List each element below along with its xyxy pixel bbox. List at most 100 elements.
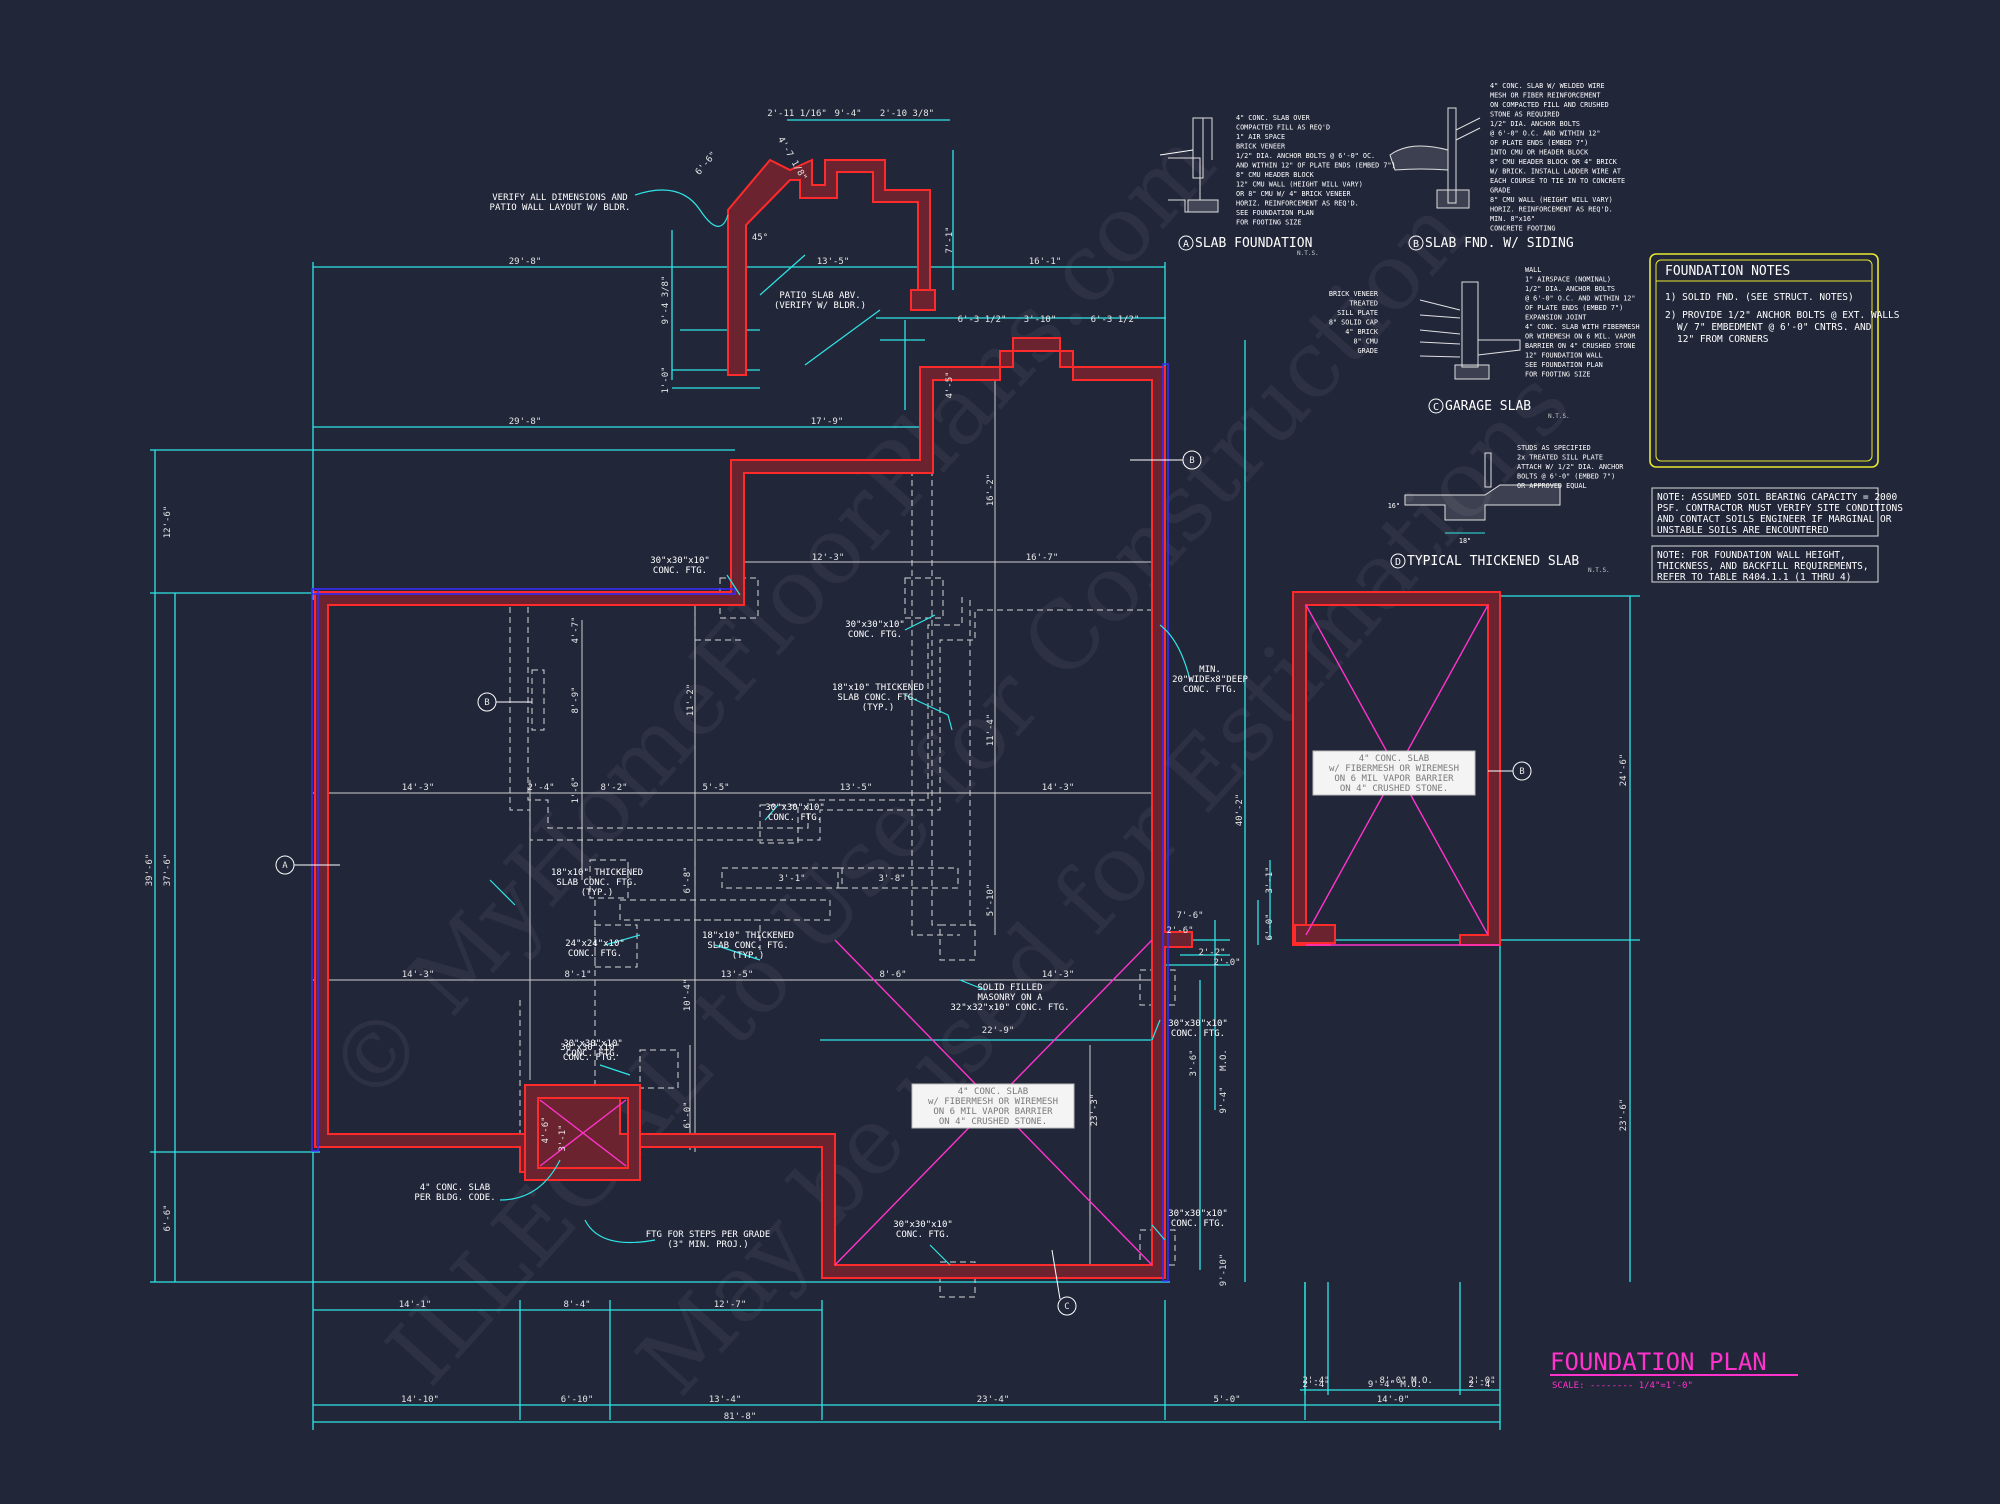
detail-D-nts: N.T.S. <box>1588 567 1610 574</box>
callout-10-line-2: (TYP.) <box>732 951 765 961</box>
dim-bottom_c-0: 81'-8" <box>724 1412 757 1422</box>
soil-note-box: NOTE: ASSUMED SOIL BEARING CAPACITY = 20… <box>1651 487 1903 537</box>
dim-right-5: 24'-6" <box>1619 754 1629 787</box>
callout-1-line-0: PATIO SLAB ABV. <box>779 291 860 301</box>
detail-C-left-3: 8" SOLID CAP <box>1329 319 1378 327</box>
detail-C-note-8: BARRIER ON 4" CRUSHED STONE <box>1525 342 1636 350</box>
watermark-line-3: May be used for Estimations <box>617 351 1590 1415</box>
dim-interior-32: 6'-0" <box>1265 913 1275 940</box>
callout-2-line-1: CONC. FTG. <box>653 566 707 576</box>
dim-interior-31: 3'-1" <box>1265 866 1275 893</box>
dim-interior-20: 13'-5" <box>721 970 754 980</box>
detail-B-note-6: OF PLATE ENDS (EMBED 7") <box>1490 139 1588 147</box>
detail-A-letter: A <box>1183 239 1189 250</box>
detail-C-note-11: FOR FOOTING SIZE <box>1525 371 1590 379</box>
dim-right-8: 2'-4" <box>1302 1376 1329 1386</box>
dim-interior-9: 4'-7" <box>571 616 581 643</box>
drawing-title: FOUNDATION PLAN SCALE: -------- 1/4"=1'-… <box>1550 1348 1798 1391</box>
slab-note-garage: 4" CONC. SLAB w/ FIBERMESH OR WIREMESH O… <box>911 1083 1075 1129</box>
dim-patio-3: 1'-0" <box>661 366 671 393</box>
dim-interior-29: 9'-4" <box>1219 1086 1229 1113</box>
slab-note-detached-line-2: w/ FIBERMESH OR WIREMESH <box>1329 764 1459 774</box>
callout-11-line-1: MASONRY ON A <box>977 993 1043 1003</box>
detail-C-left-5: 8" CMU <box>1353 338 1378 346</box>
detail-C-note-3: @ 6'-0" O.C. AND WITHIN 12" <box>1525 295 1636 303</box>
dim-right-1: 7'-6" <box>1176 911 1203 921</box>
dim-interior-4: 2'-4" <box>527 783 554 793</box>
callout-4-line-1: SLAB CONC. FTG. <box>837 693 918 703</box>
detail-D-note-1: 2x TREATED SILL PLATE <box>1517 454 1603 462</box>
detail-B-note-14: MIN. 8"x16" <box>1490 215 1535 223</box>
dim-top_c-1: 3'-10" <box>1024 315 1057 325</box>
dim-interior-6: 5'-5" <box>702 783 729 793</box>
soil-note-line-4: UNSTABLE SOILS ARE ENCOUNTERED <box>1657 525 1829 536</box>
callout-15-line-0: FTG FOR STEPS PER GRADE <box>646 1230 771 1240</box>
section-mark-b-2: B <box>1189 456 1194 466</box>
dim-interior-0: 12'-3" <box>812 553 845 563</box>
detail-A-note-4: 1/2" DIA. ANCHOR BOLTS @ 6'-0" OC. <box>1236 152 1375 160</box>
detail-B-note-4: 1/2" DIA. ANCHOR BOLTS <box>1490 120 1580 128</box>
section-mark-b-3: B <box>1519 767 1524 777</box>
callout-9-line-0: 30"x30"x10" <box>560 1043 620 1053</box>
detail-C-left-1: TREATED <box>1349 300 1378 308</box>
callout-0-line-1: PATIO WALL LAYOUT W/ BLDR. <box>490 203 631 213</box>
detail-graphics <box>1159 107 1561 534</box>
detail-A-note-10: SEE FOUNDATION PLAN <box>1236 209 1314 217</box>
detail-B-label: SLAB FND. W/ SIDING <box>1425 236 1574 251</box>
detail-A-note-1: COMPACTED FILL AS REQ'D <box>1236 124 1330 132</box>
dim-interior-16: 6'-8" <box>683 866 693 893</box>
dim-right-3: 2'-2" <box>1198 948 1225 958</box>
detail-B-note-10: EACH COURSE TO TIE IN TO CONCRETE <box>1490 177 1625 185</box>
callout-7-line-0: 18"x10" THICKENED <box>551 868 643 878</box>
callout-3-line-1: CONC. FTG. <box>848 630 902 640</box>
detail-D-dim-1: 18" <box>1459 537 1471 545</box>
dim-interior-22: 14'-3" <box>1042 970 1075 980</box>
detail-C-note-9: 12" FOUNDATION WALL <box>1525 352 1603 360</box>
dim-interior-28: 3'-1" <box>558 1124 568 1151</box>
detail-A-note-2: 1" AIR SPACE <box>1236 133 1285 141</box>
detail-A-note-9: HORIZ. REINFORCEMENT AS REQ'D. <box>1236 200 1359 208</box>
dim-interior-7: 13'-5" <box>840 783 873 793</box>
wall-note-line-2: THICKNESS, AND BACKFILL REQUIREMENTS, <box>1657 561 1869 572</box>
dim-interior-8: 14'-3" <box>1042 783 1075 793</box>
detail-C-left-6: GRADE <box>1358 347 1378 355</box>
callout-6-line-1: CONC. FTG. <box>768 813 822 823</box>
detail-C-note-6: 4" CONC. SLAB WITH FIBERMESH <box>1525 323 1640 331</box>
garage-wall-stub <box>1294 924 1336 944</box>
wall-note-box: NOTE: FOR FOUNDATION WALL HEIGHT, THICKN… <box>1651 545 1879 583</box>
dim-top_a-2: 2'-10 3/8" <box>880 109 934 119</box>
dim-right-9: 8'-0" <box>1379 1376 1406 1386</box>
detail-C-label: GARAGE SLAB <box>1445 399 1531 414</box>
callout-2-line-0: 30"x30"x10" <box>650 556 710 566</box>
section-mark-c: C <box>1064 1302 1069 1312</box>
callout-3-line-0: 30"x30"x10" <box>845 620 905 630</box>
slab-note-detached-line-3: ON 6 MIL VAPOR BARRIER <box>1334 774 1454 784</box>
detail-A-note-6: 8" CMU HEADER BLOCK <box>1236 171 1315 179</box>
callout-9-line-1: CONC. FTG. <box>563 1053 617 1063</box>
detail-C-left-2: SILL PLATE <box>1337 309 1378 317</box>
callout-12-line-1: CONC. FTG. <box>1171 1029 1225 1039</box>
detail-B-note-15: CONCRETE FOOTING <box>1490 225 1555 233</box>
dim-interior-15: 3'-8" <box>878 874 905 884</box>
detail-C-nts: N.T.S. <box>1548 413 1570 420</box>
detail-B-note-11: GRADE <box>1490 187 1510 195</box>
dim-top_c-0: 6'-3 1/2" <box>958 315 1007 325</box>
dim-interior-11: 11'-2" <box>686 684 696 717</box>
detail-A-note-5: AND WITHIN 12" OF PLATE ENDS (EMBED 7") <box>1236 162 1396 170</box>
callout-8-line-0: 24"x24"x10" <box>565 939 625 949</box>
stoop-wall <box>524 1084 641 1181</box>
dim-bottom_b-1: 6'-10" <box>561 1395 594 1405</box>
dim-patio-6: 45° <box>752 233 768 243</box>
detail-A-label: SLAB FOUNDATION <box>1195 236 1312 251</box>
dim-interior-23: 10'-4" <box>683 979 693 1012</box>
callout-11-line-2: 32"x32"x10" CONC. FTG. <box>950 1003 1069 1013</box>
dim-interior-10: 8'-9" <box>571 686 581 713</box>
wall-note-line-3: REFER TO TABLE R404.1.1 (1 THRU 4) <box>1657 572 1851 583</box>
detail-A-circle <box>1178 235 1194 251</box>
callout-15-line-1: (3" MIN. PROJ.) <box>667 1240 748 1250</box>
dim-right-6: 23'-6" <box>1619 1099 1629 1132</box>
wall-note-line-1: NOTE: FOR FOUNDATION WALL HEIGHT, <box>1657 550 1846 561</box>
callout-17-line-0: 30"x30"x10" <box>893 1220 953 1230</box>
